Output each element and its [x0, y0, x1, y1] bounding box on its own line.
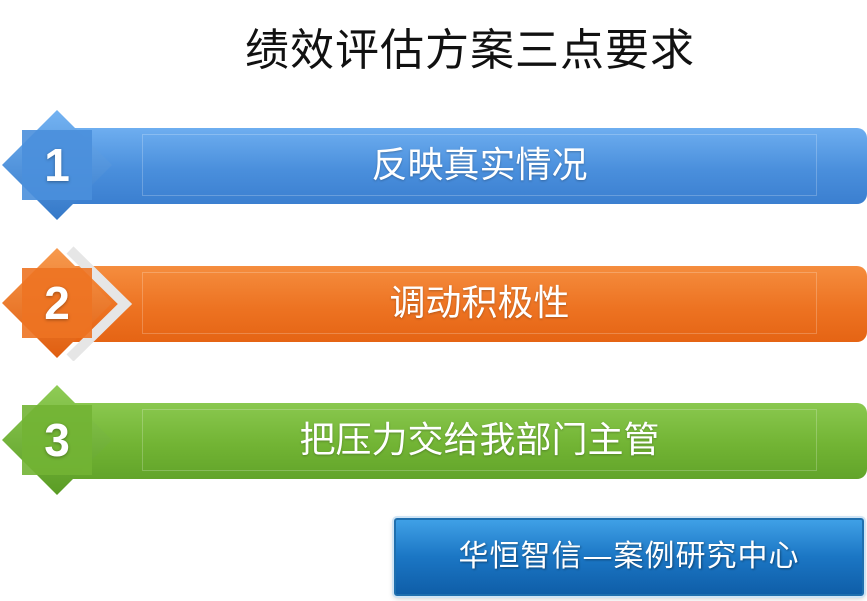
- number-badge-2: 2: [0, 246, 133, 361]
- requirement-label-1: 反映真实情况: [371, 145, 588, 186]
- requirement-label-2: 调动积极性: [389, 283, 570, 324]
- requirement-bar-2: 调动积极性: [52, 266, 867, 342]
- bar-inner-frame: [142, 272, 817, 334]
- number-2: 2: [44, 277, 70, 329]
- requirement-item-2: 调动积极性 2: [0, 246, 867, 366]
- bar-inner-frame: [142, 409, 817, 471]
- brand-banner: 华恒智信—案例研究中心: [394, 518, 864, 596]
- diamond-badge-icon: [2, 110, 112, 220]
- requirement-item-3: 把压力交给我部门主管 3: [0, 383, 867, 503]
- diamond-badge-icon: [2, 246, 133, 361]
- number-1: 1: [44, 139, 70, 191]
- bar-inner-frame: [142, 134, 817, 196]
- brand-text: 华恒智信—案例研究中心: [458, 539, 800, 574]
- requirement-label-3: 把压力交给我部门主管: [299, 420, 660, 461]
- page-title: 绩效评估方案三点要求: [245, 25, 695, 76]
- number-badge-3: 3: [0, 383, 115, 498]
- number-3: 3: [44, 414, 70, 466]
- requirement-bar-1: 反映真实情况: [52, 128, 867, 204]
- requirement-bar-3: 把压力交给我部门主管: [52, 403, 867, 479]
- diamond-badge-icon: [2, 385, 112, 495]
- requirement-item-1: 反映真实情况 1: [0, 108, 867, 228]
- number-badge-1: 1: [0, 108, 115, 223]
